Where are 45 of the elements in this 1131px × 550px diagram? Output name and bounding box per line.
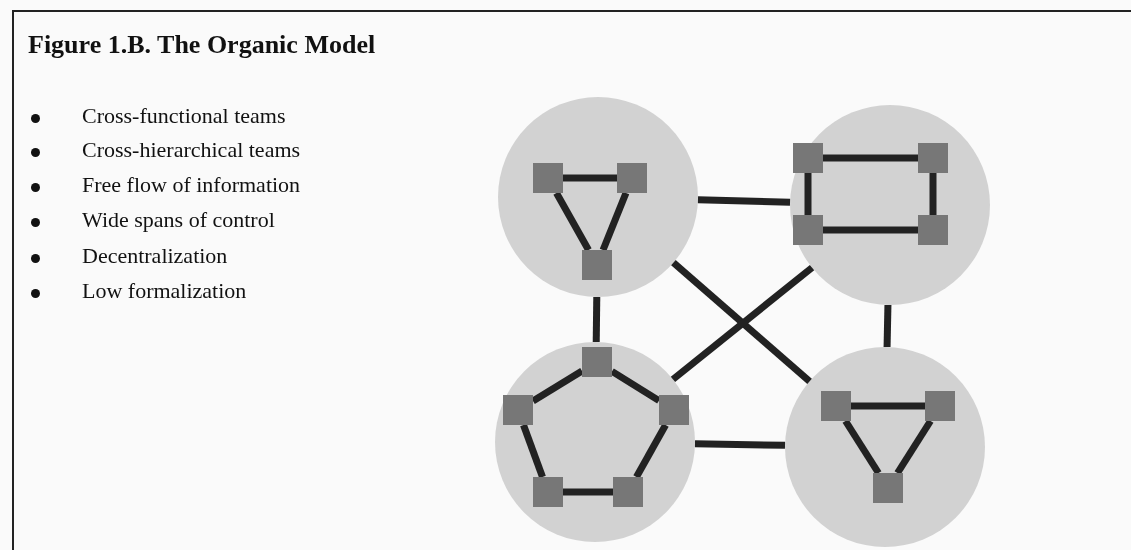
bullet-item: Cross-functional teams <box>82 103 286 129</box>
connector-line <box>894 419 934 475</box>
connector-line <box>823 154 918 162</box>
member-square <box>918 143 948 173</box>
connector-line <box>929 173 937 215</box>
connector-line <box>553 191 592 252</box>
team-circle <box>790 105 990 305</box>
connector-line <box>842 419 882 475</box>
bullet-item: Low formalization <box>82 278 247 304</box>
member-square <box>533 477 563 507</box>
connector-line <box>697 196 791 206</box>
connector-line <box>851 402 925 410</box>
member-square <box>821 391 851 421</box>
member-square <box>793 143 823 173</box>
team-circle <box>785 347 985 547</box>
member-square <box>582 250 612 280</box>
member-square <box>918 215 948 245</box>
connector-line <box>804 173 812 215</box>
connector-line <box>531 368 584 404</box>
member-square <box>582 347 612 377</box>
figure-title: Figure 1.B. The Organic Model <box>28 30 376 60</box>
connector-line <box>883 304 892 348</box>
bullet-item: Free flow of information <box>82 172 301 198</box>
member-square <box>873 473 903 503</box>
bullet-item: Wide spans of control <box>82 207 275 233</box>
connector-line <box>563 488 613 496</box>
member-square <box>925 391 955 421</box>
bullet-item: Decentralization <box>82 243 228 269</box>
member-square <box>793 215 823 245</box>
connector-line <box>823 226 918 234</box>
member-square <box>613 477 643 507</box>
connector-line <box>599 191 630 252</box>
bullet-item: Cross-hierarchical teams <box>82 137 301 163</box>
connector-line <box>633 423 669 479</box>
connector-line <box>610 368 661 404</box>
team-circle <box>498 97 698 297</box>
member-square <box>659 395 689 425</box>
connector-line <box>563 174 617 182</box>
member-square <box>503 395 533 425</box>
member-square <box>533 163 563 193</box>
team-circle <box>495 342 695 542</box>
member-square <box>617 163 647 193</box>
connector-line <box>694 440 786 449</box>
connector-line <box>592 296 601 343</box>
connector-line <box>520 423 546 479</box>
